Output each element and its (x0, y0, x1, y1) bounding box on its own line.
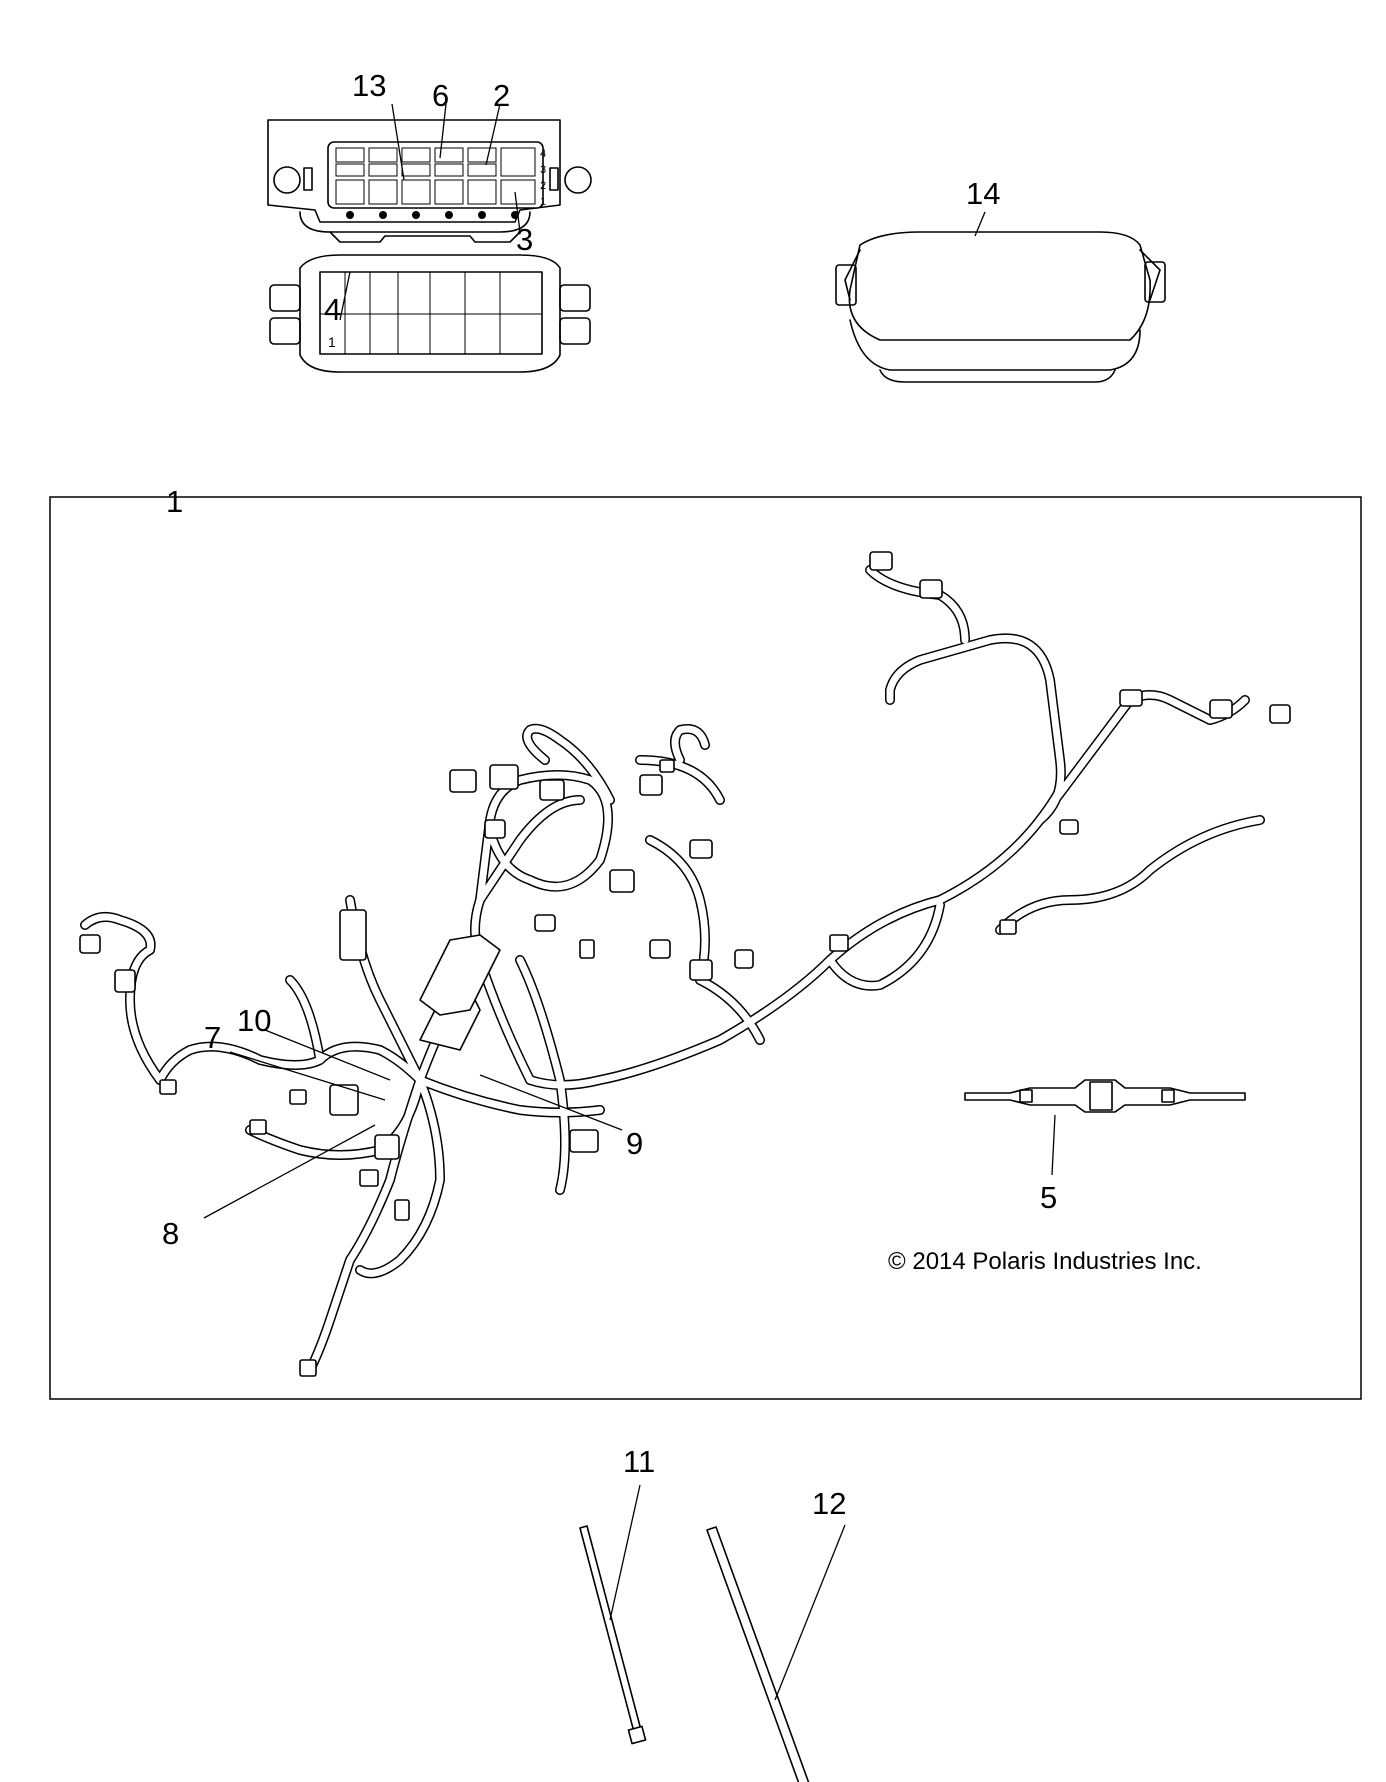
callout-14: 14 (966, 176, 1001, 211)
harness-frame (49, 496, 1362, 1400)
callout-6: 6 (432, 78, 450, 113)
callout-5: 5 (1040, 1180, 1058, 1215)
callout-8: 8 (162, 1216, 180, 1251)
fuse-box-row-4: 4 (540, 148, 547, 160)
fuse-cover-corner-number: 1 (328, 334, 336, 350)
leader-lines (203, 103, 1056, 1701)
callout-4: 4 (324, 292, 342, 327)
wire-harness-icon (79, 551, 1291, 1377)
relay-cover-icon (835, 231, 1166, 383)
callout-7: 7 (204, 1020, 222, 1055)
callout-2: 2 (493, 78, 511, 113)
cable-tie-large-icon (706, 1526, 810, 1782)
callout-1: 1 (166, 484, 184, 519)
fuse-box-row-2: 2 (540, 180, 547, 192)
callout-9: 9 (626, 1126, 644, 1161)
fuse-box-row-3: 3 (540, 164, 547, 176)
fuse-box-icon (267, 119, 592, 243)
callout-11: 11 (623, 1444, 656, 1479)
callout-12: 12 (812, 1486, 847, 1521)
callout-10: 10 (237, 1003, 272, 1038)
inline-fuse-holder-icon (964, 1079, 1246, 1113)
callout-13: 13 (352, 68, 387, 103)
fuse-box-cover-icon (269, 254, 591, 373)
fuse-box-row-1: 1 (540, 196, 547, 208)
callout-3: 3 (516, 222, 534, 257)
cable-tie-icon (579, 1525, 647, 1745)
copyright-notice: © 2014 Polaris Industries Inc. (888, 1248, 1202, 1275)
